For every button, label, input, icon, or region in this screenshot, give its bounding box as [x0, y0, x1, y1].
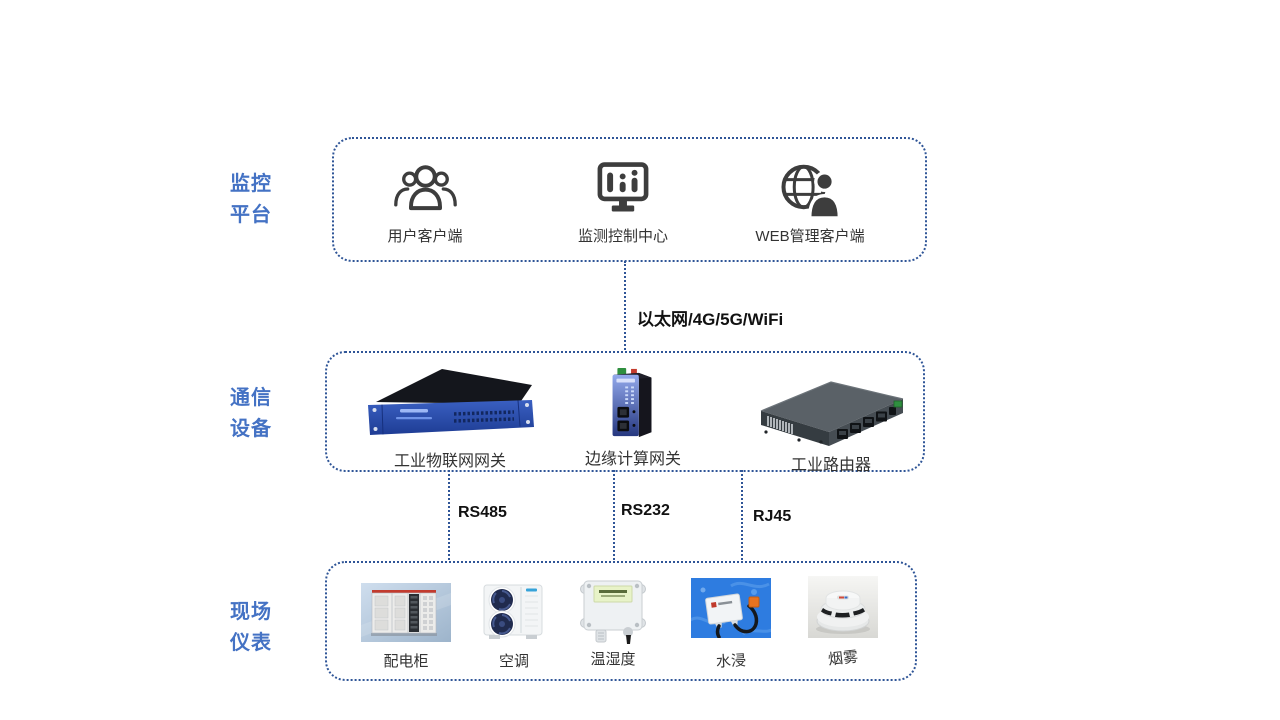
- rs485-connection-label: RS485: [458, 504, 507, 521]
- monitor-chart-icon: [597, 162, 649, 212]
- layer-label-monitoring-platform: 监控 平台: [216, 169, 286, 231]
- globe-user-icon: [781, 164, 841, 220]
- rj45-connection-label: RJ45: [753, 508, 792, 525]
- monitoring-platform-box: [332, 137, 927, 262]
- field-node-smoke: 烟雾: [808, 576, 878, 669]
- node-label: 监测控制中心: [577, 228, 669, 245]
- layer-label-line: 设备: [230, 418, 272, 440]
- comm-node-edge-gateway: 边缘计算网关: [585, 366, 681, 469]
- layer-label-line: 监控: [230, 173, 272, 195]
- industrial-router-image: [760, 381, 904, 446]
- node-label: 边缘计算网关: [584, 451, 682, 468]
- rs485-connector-line: [448, 470, 450, 560]
- comm-node-industrial-router: 工业路由器: [753, 374, 909, 475]
- node-label: WEB管理客户端: [755, 228, 865, 245]
- node-label: 配电柜: [383, 653, 429, 670]
- layer-label-line: 平台: [230, 204, 272, 226]
- platform-node-user-client: 用户客户端: [387, 158, 463, 246]
- field-node-water-leak: 水浸: [691, 578, 771, 671]
- air-conditioner-image: [483, 584, 543, 639]
- field-instruments-box: [325, 561, 917, 681]
- edge-gateway-image: [612, 367, 652, 438]
- node-label: 空调: [498, 653, 529, 670]
- comm-node-iot-gateway: 工业物联网网关: [362, 364, 538, 471]
- field-node-air-conditioner: 空调: [481, 580, 547, 671]
- power-cabinet-image: [361, 583, 451, 642]
- node-label: 工业路由器: [790, 457, 871, 474]
- iot-gateway-image: [368, 369, 534, 435]
- rs232-connection-label: RS232: [621, 502, 670, 519]
- node-label: 温湿度: [590, 651, 636, 668]
- platform-node-web-client: WEB管理客户端: [755, 158, 865, 246]
- communication-devices-box: [325, 351, 925, 472]
- temp-humidity-sensor-image: [580, 580, 646, 644]
- layer-label-line: 仪表: [230, 632, 272, 654]
- users-icon: [393, 165, 457, 211]
- rs232-connector-line: [613, 470, 615, 560]
- rj45-connector-line: [741, 470, 743, 560]
- layer-label-line: 通信: [230, 387, 272, 409]
- smoke-detector-image: [808, 576, 878, 638]
- node-label: 用户客户端: [387, 228, 463, 245]
- node-label: 烟雾: [827, 648, 859, 669]
- layer-label-line: 现场: [230, 601, 272, 623]
- field-node-temp-humidity: 温湿度: [576, 576, 650, 669]
- uplink-connection-label: 以太网/4G/5G/WiFi: [637, 310, 784, 329]
- node-label: 工业物联网网关: [393, 453, 506, 470]
- node-label: 水浸: [715, 652, 747, 671]
- platform-node-control-center: 监测控制中心: [578, 158, 668, 246]
- uplink-connector-line: [624, 261, 626, 350]
- layer-label-communication-devices: 通信 设备: [216, 383, 286, 445]
- water-leak-sensor-image: [691, 578, 771, 638]
- field-node-power-cabinet: 配电柜: [361, 583, 451, 671]
- layer-label-field-instruments: 现场 仪表: [216, 597, 286, 659]
